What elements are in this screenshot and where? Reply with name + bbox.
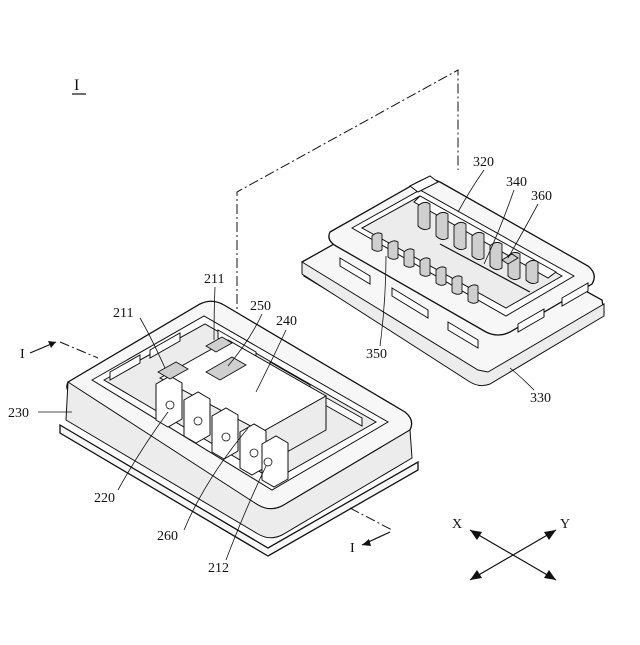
roller (420, 258, 430, 276)
roller (468, 285, 478, 303)
roller (388, 241, 398, 259)
terminal-clip (262, 436, 288, 487)
callout-350: 350 (366, 347, 387, 362)
roller (436, 212, 448, 239)
roller (436, 267, 446, 285)
axis-indicator: X Y (452, 517, 570, 580)
callout-320: 320 (473, 155, 494, 170)
callout-240: 240 (276, 314, 297, 329)
callout-212: 212 (208, 561, 229, 576)
roller (372, 233, 382, 251)
callout-260: 260 (157, 529, 178, 544)
roller (404, 249, 414, 267)
roller (472, 232, 484, 259)
callout-330: 330 (530, 391, 551, 406)
axis-y-arrowhead (544, 530, 556, 540)
section-arrowhead-right (362, 539, 371, 546)
callout-360: 360 (531, 189, 552, 204)
axis-y-arrowhead-end (470, 570, 482, 580)
roller (526, 260, 538, 283)
callout-220: 220 (94, 491, 115, 506)
section-line-right (350, 508, 392, 530)
axis-x-arrowhead-end (544, 570, 556, 580)
figure-label: I (74, 77, 79, 94)
callout-340: 340 (506, 175, 527, 190)
section-mark-right: I (350, 541, 355, 556)
roller (418, 202, 430, 229)
callout-250: 250 (250, 299, 271, 314)
section-line-left (60, 342, 98, 358)
callout-211-left: 211 (113, 306, 133, 321)
lower-tray (60, 301, 418, 556)
section-mark-left: I (20, 347, 25, 362)
axis-x-arrowhead (470, 530, 482, 540)
upper-part (302, 176, 604, 386)
leader-330 (510, 368, 534, 390)
roller (452, 276, 462, 294)
callout-211-top: 211 (204, 272, 224, 287)
axis-x-label: X (452, 517, 462, 532)
roller (454, 222, 466, 249)
callout-230: 230 (8, 406, 29, 421)
axis-y-label: Y (560, 517, 570, 532)
